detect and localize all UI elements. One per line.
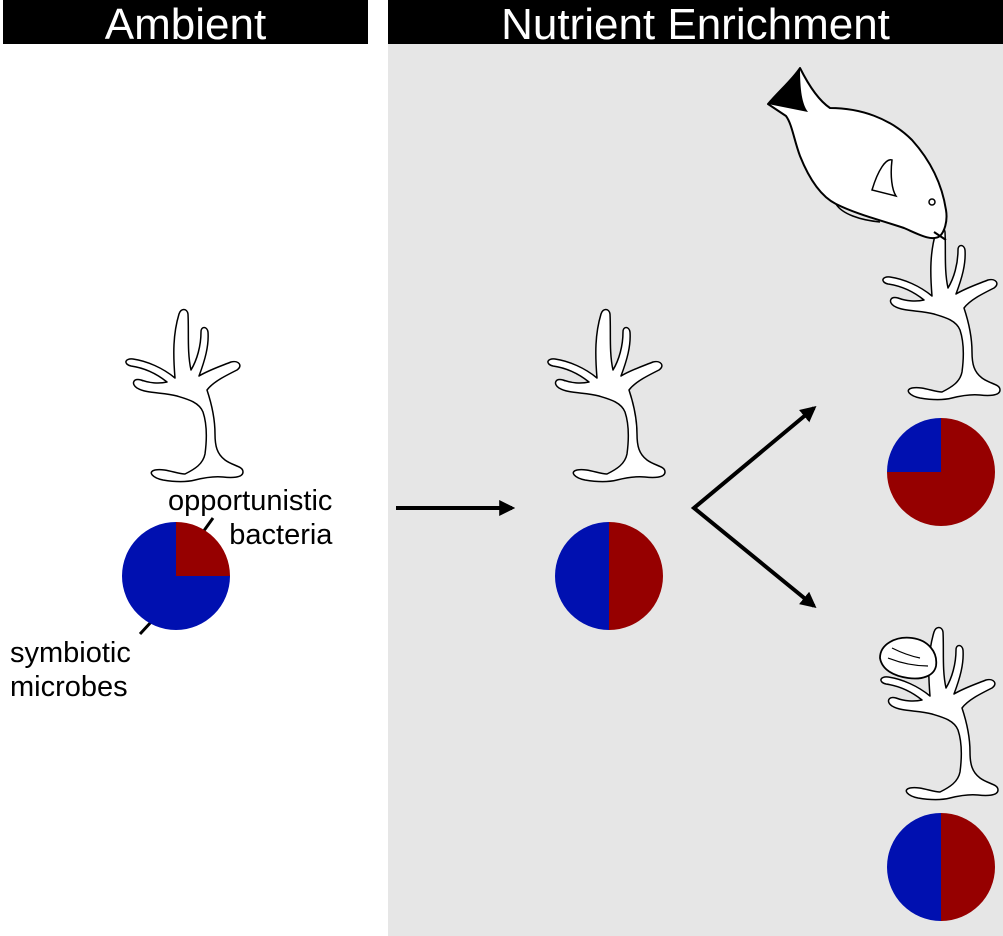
symbiotic-slice	[887, 813, 941, 921]
nutrient-header: Nutrient Enrichment	[388, 0, 1003, 44]
opportunistic-slice	[176, 522, 230, 576]
pie-ambient	[122, 522, 230, 630]
symbiotic-slice	[122, 522, 230, 630]
coral-icon	[547, 308, 666, 483]
opportunistic-label-line2: bacteria	[229, 519, 333, 551]
coral-icon	[882, 226, 1001, 401]
coral-icon	[125, 308, 244, 483]
ambient-header: Ambient	[3, 0, 368, 44]
arrow-icon	[799, 405, 817, 423]
pie-enriched	[555, 522, 663, 630]
branch-arrow-lines	[690, 406, 816, 608]
arrow-icon	[799, 591, 817, 609]
opportunistic-slice	[941, 813, 995, 921]
opportunistic-label-line1: opportunistic	[168, 485, 333, 517]
symbiotic-label-line1: symbiotic	[10, 637, 131, 669]
symbiotic-slice	[887, 418, 941, 472]
symbiotic-microbes-label: symbiotic microbes	[10, 636, 131, 704]
snail-icon	[879, 636, 938, 680]
parrotfish-icon	[767, 67, 948, 241]
pie-grazed	[887, 418, 995, 526]
symbiotic-slice	[555, 522, 609, 630]
opportunistic-slice	[609, 522, 663, 630]
opportunistic-bacteria-label: opportunistic bacteria	[168, 484, 332, 552]
leader-line-opportunistic	[201, 517, 215, 533]
ambient-panel: Ambient	[0, 0, 368, 936]
symbiotic-label-line2: microbes	[10, 671, 128, 703]
pie-snail	[887, 813, 995, 921]
